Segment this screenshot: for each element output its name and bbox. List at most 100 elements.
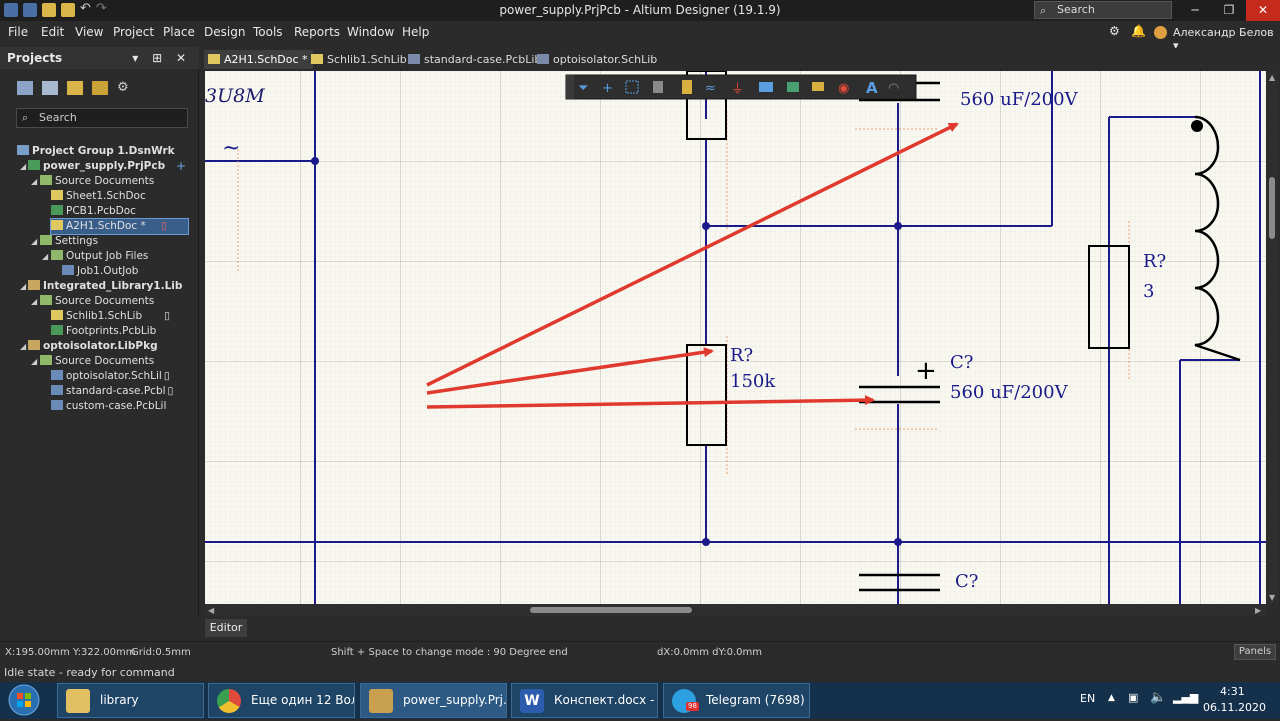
port-icon[interactable]: [812, 82, 824, 91]
redo-icon[interactable]: ↷: [95, 1, 107, 16]
avatar[interactable]: [1154, 26, 1167, 39]
compile-icon[interactable]: [42, 81, 58, 95]
tab-a2h1-schdoc[interactable]: A2H1.SchDoc *: [204, 50, 313, 69]
minimize-button[interactable]: ─: [1191, 3, 1199, 17]
menu-edit[interactable]: Edit: [41, 25, 65, 39]
tree-item-a2h1-selected[interactable]: A2H1.SchDoc *▯: [50, 218, 189, 235]
menu-help[interactable]: Help: [402, 25, 430, 39]
collapse-arrow-icon[interactable]: ◢: [20, 342, 27, 351]
taskbar-item-altium[interactable]: power_supply.Prj...: [360, 683, 507, 718]
collapse-arrow-icon[interactable]: ◢: [31, 177, 38, 186]
resistor-r1[interactable]: [686, 344, 727, 446]
tab-optoisolator-schlib[interactable]: optoisolator.SchLib: [533, 50, 662, 69]
tree-item-pcb1[interactable]: PCB1.PcbDoc: [51, 204, 136, 219]
scroll-left-icon[interactable]: ◀: [208, 606, 215, 615]
menu-design[interactable]: Design: [204, 25, 246, 39]
move-icon[interactable]: +: [602, 81, 613, 96]
undo-icon[interactable]: ↶: [80, 1, 91, 16]
menu-file[interactable]: File: [8, 25, 29, 39]
close-button[interactable]: ✕: [1246, 0, 1280, 21]
inductor-coil[interactable]: [1191, 115, 1241, 362]
start-button[interactable]: [4, 683, 44, 718]
capacitor-c3[interactable]: [859, 573, 940, 592]
open-folder-icon[interactable]: [67, 81, 83, 95]
scroll-right-icon[interactable]: ▶: [1255, 606, 1262, 615]
wire-icon[interactable]: ≈: [705, 81, 716, 96]
user-name[interactable]: Александр Белов ▾: [1173, 26, 1274, 52]
tree-item-standard-case[interactable]: standard-case.Pcbl▯: [51, 384, 173, 399]
save-project-icon[interactable]: [17, 81, 33, 95]
text-tool-icon[interactable]: A: [866, 79, 878, 97]
panels-button[interactable]: Panels: [1234, 644, 1276, 660]
collapse-arrow-icon[interactable]: ◢: [20, 282, 27, 291]
editor-tab[interactable]: Editor: [205, 619, 247, 637]
active-bar-toolbar[interactable]: ⏷ + ≈ ⏚ ◉ A ◠: [565, 74, 917, 100]
directive-icon[interactable]: ◉: [838, 81, 849, 96]
resistor-top-partial[interactable]: [686, 71, 727, 140]
panel-controls[interactable]: ▾ ⊞ ✕: [132, 51, 191, 65]
collapse-arrow-icon[interactable]: ◢: [31, 237, 38, 246]
tree-item-sheet1[interactable]: Sheet1.SchDoc: [51, 189, 146, 204]
tree-item-optoisolator-libpkg[interactable]: optoisolator.LibPkg: [28, 339, 158, 354]
scroll-up-icon[interactable]: ▲: [1269, 73, 1276, 82]
add-document-icon[interactable]: +: [176, 159, 187, 173]
tree-item-power-supply-project[interactable]: power_supply.PrjPcb: [28, 159, 165, 174]
schematic-drawing[interactable]: + 3U8M ~ 560 uF/200V R? 150k C? 560 uF/2…: [205, 71, 1266, 604]
tree-item-source-documents[interactable]: Source Documents: [40, 354, 154, 369]
menu-reports[interactable]: Reports: [294, 25, 341, 39]
tree-item-optoisolator-schlib[interactable]: optoisolator.SchLil▯: [51, 369, 170, 384]
save-all-icon[interactable]: [23, 3, 37, 17]
align-icon[interactable]: [653, 81, 663, 93]
tree-item-custom-case[interactable]: custom-case.PcbLil: [51, 399, 166, 414]
clock-time[interactable]: 4:31: [1220, 685, 1245, 698]
taskbar-item-library[interactable]: library: [57, 683, 204, 718]
power-port-icon[interactable]: ⏚: [731, 82, 744, 97]
save-icon[interactable]: [4, 3, 18, 17]
open-project-icon[interactable]: [61, 3, 75, 17]
schematic-canvas[interactable]: + 3U8M ~ 560 uF/200V R? 150k C? 560 uF/2…: [205, 71, 1266, 604]
projects-search-input[interactable]: ⌕ Search: [16, 108, 188, 128]
settings-gear-icon[interactable]: ⚙: [1109, 24, 1120, 38]
filter-icon[interactable]: ⏷: [578, 81, 588, 96]
tab-standard-case[interactable]: standard-case.PcbLib: [404, 50, 546, 69]
network-signal-icon[interactable]: ▂▄▆: [1173, 691, 1199, 704]
collapse-arrow-icon[interactable]: ◢: [20, 162, 27, 171]
tree-item-schlib1[interactable]: Schlib1.SchLib▯: [51, 309, 170, 324]
tree-item-project-group[interactable]: Project Group 1.DsnWrk: [17, 144, 175, 159]
volume-icon[interactable]: 🔈: [1150, 690, 1167, 705]
vertical-scrollbar[interactable]: ▲ ▼: [1266, 71, 1278, 604]
select-icon[interactable]: [625, 80, 639, 94]
action-center-icon[interactable]: ▣: [1128, 691, 1139, 704]
collapse-arrow-icon[interactable]: ◢: [31, 297, 38, 306]
collapse-arrow-icon[interactable]: ◢: [31, 357, 38, 366]
menu-window[interactable]: Window: [347, 25, 395, 39]
menu-tools[interactable]: Tools: [253, 25, 283, 39]
open-folder-icon[interactable]: [42, 3, 56, 17]
menu-project[interactable]: Project: [113, 25, 155, 39]
folder-options-icon[interactable]: [92, 81, 108, 95]
sheet-symbol-icon[interactable]: [787, 82, 799, 92]
harness-icon[interactable]: [759, 82, 773, 92]
menu-place[interactable]: Place: [163, 25, 195, 39]
tree-item-integrated-library[interactable]: Integrated_Library1.Lib: [28, 279, 182, 294]
horizontal-scrollbar[interactable]: ◀ ▶: [205, 604, 1266, 616]
collapse-arrow-icon[interactable]: ◢: [42, 252, 49, 261]
restore-button[interactable]: ❐: [1223, 3, 1235, 17]
tray-expand-icon[interactable]: ▲: [1108, 693, 1115, 703]
resistor-r2[interactable]: [1088, 245, 1130, 349]
notifications-bell-icon[interactable]: 🔔: [1131, 24, 1146, 38]
tree-item-source-documents[interactable]: Source Documents: [40, 174, 154, 189]
tree-item-footprints[interactable]: Footprints.PcbLib: [51, 324, 156, 339]
gear-icon[interactable]: ⚙: [117, 80, 129, 95]
global-search-input[interactable]: ⌕ Search: [1034, 1, 1172, 19]
scroll-down-icon[interactable]: ▼: [1269, 593, 1276, 602]
tree-item-settings[interactable]: Settings: [40, 234, 98, 249]
tree-item-job1[interactable]: Job1.OutJob: [62, 264, 138, 279]
tab-schlib1[interactable]: Schlib1.SchLib: [307, 50, 412, 69]
horizontal-scroll-thumb[interactable]: [530, 607, 692, 613]
tree-item-source-documents[interactable]: Source Documents: [40, 294, 154, 309]
taskbar-item-chrome[interactable]: Еще один 12 Вол...: [208, 683, 355, 718]
language-indicator[interactable]: EN: [1080, 692, 1096, 705]
